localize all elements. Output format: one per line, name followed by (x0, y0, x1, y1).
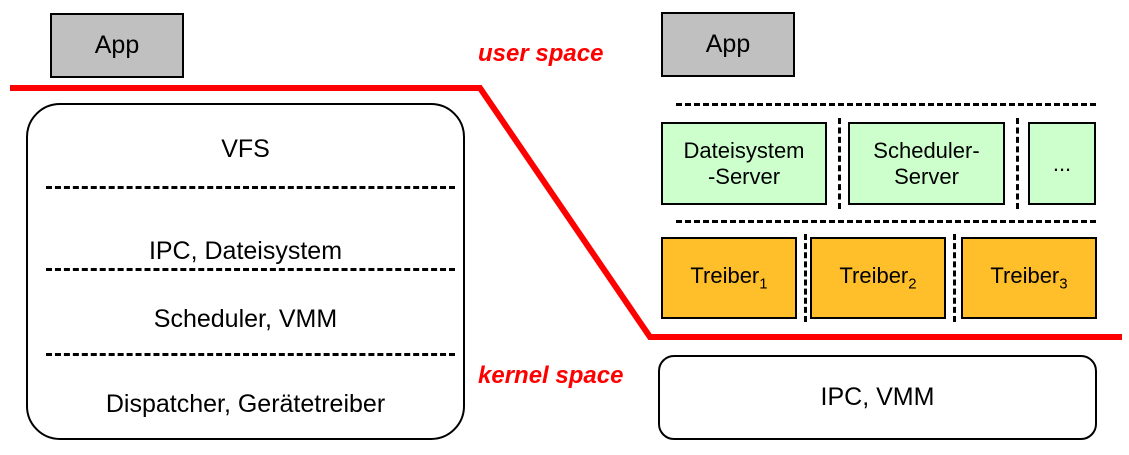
kernel-layer-separator-1 (46, 186, 455, 189)
kernel-layer-dispatcher-drivers: Dispatcher, Gerätetreiber (26, 390, 465, 419)
server-box-dateisystem-line1: Dateisystem (683, 138, 805, 164)
kernel-layer-scheduler-vmm-label: Scheduler, VMM (153, 305, 338, 333)
driver-box-3: Treiber3 (961, 237, 1097, 319)
kernel-layer-dispatcher-drivers-label: Dispatcher, Gerätetreiber (105, 390, 386, 418)
server-box-scheduler-line2: Server (894, 163, 959, 189)
driver-box-3-index: 3 (1059, 275, 1068, 293)
kernel-layer-vfs: VFS (26, 135, 465, 164)
microkernel-core-label: IPC, VMM (820, 383, 935, 412)
server-box-scheduler-line1: Scheduler- (873, 138, 980, 164)
server-box-dateisystem: Dateisystem -Server (661, 122, 827, 205)
kernel-layer-scheduler-vmm: Scheduler, VMM (26, 305, 465, 334)
server-box-ellipsis-label: ... (1052, 150, 1072, 176)
driver-separator-1 (804, 234, 807, 322)
driver-box-1-index: 1 (759, 275, 768, 293)
kernel-space-text: kernel space (478, 362, 624, 389)
server-separator-1 (838, 118, 841, 209)
kernel-layer-separator-2 (46, 268, 455, 271)
microkernel-core-box: IPC, VMM (658, 355, 1097, 440)
driver-box-2-index: 2 (908, 275, 917, 293)
driver-box-1-label: Treiber1 (690, 263, 768, 293)
driver-box-2-label: Treiber2 (839, 263, 917, 293)
server-separator-2 (1016, 118, 1019, 209)
user-space-label: user space (478, 40, 603, 68)
driver-separator-2 (953, 234, 956, 322)
server-box-ellipsis: ... (1028, 122, 1096, 205)
microkernel-separator-top (676, 103, 1096, 106)
kernel-layer-ipc-fs-label: IPC, Dateisystem (148, 237, 343, 265)
kernel-layer-separator-3 (46, 353, 455, 356)
kernel-layer-vfs-label: VFS (221, 135, 270, 163)
driver-box-2: Treiber2 (810, 237, 946, 319)
right-app-label: App (705, 30, 751, 59)
left-app-box: App (50, 13, 184, 78)
server-box-dateisystem-line2: -Server (707, 163, 781, 189)
kernel-space-label: kernel space (478, 362, 623, 390)
kernel-layer-ipc-fs: IPC, Dateisystem (26, 237, 465, 266)
left-app-label: App (94, 31, 140, 60)
microkernel-separator-middle (676, 220, 1096, 223)
right-app-box: App (661, 12, 795, 77)
driver-box-1: Treiber1 (661, 237, 797, 319)
server-box-scheduler: Scheduler- Server (848, 122, 1005, 205)
driver-box-3-label: Treiber3 (990, 263, 1068, 293)
user-space-text: user space (478, 40, 604, 67)
